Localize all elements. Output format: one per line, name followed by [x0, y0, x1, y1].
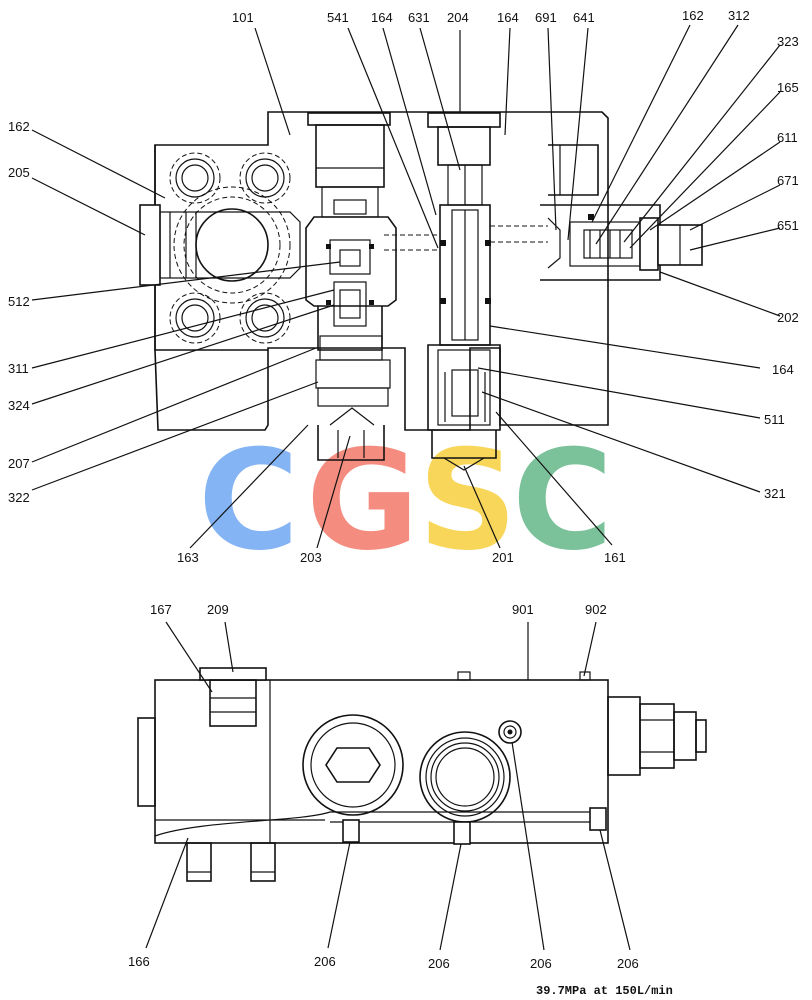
watermark-letter-2: G: [306, 420, 419, 581]
connecting-passage: [384, 225, 548, 251]
callout-label: 201: [492, 550, 514, 565]
callout-label: 164: [371, 10, 393, 25]
left-cartridge: [305, 112, 397, 407]
callout-label: 511: [764, 412, 785, 427]
callout-label: 162: [8, 119, 30, 134]
watermark-letter-3: S: [418, 420, 517, 581]
watermark: C G S C: [198, 420, 613, 581]
top-callout-labels: 101 541 164 631 204 164 691 641 162 312 …: [8, 8, 799, 565]
watermark-letter-1: C: [198, 420, 299, 581]
callout-label: 901: [512, 602, 534, 617]
central-port: [173, 186, 291, 304]
bottom-callout-labels: 167 209 901 902 166 206 206 206 206: [128, 602, 639, 971]
side-body-outline: [154, 679, 609, 844]
callout-label: 321: [764, 486, 786, 501]
callout-label: 206: [428, 956, 450, 971]
callout-label: 205: [8, 165, 30, 180]
callout-label: 207: [8, 456, 30, 471]
right-relief-valve: [540, 144, 703, 281]
callout-label: 541: [327, 10, 349, 25]
plug-203: [317, 407, 385, 461]
callout-label: 611: [777, 130, 798, 145]
watermark-letter-4: C: [512, 420, 613, 581]
mounting-bolts: [169, 152, 291, 344]
callout-label: 161: [604, 550, 626, 565]
callout-label: 204: [447, 10, 469, 25]
bottom-side-view: [137, 667, 707, 882]
callout-label: 311: [8, 361, 29, 376]
callout-label: 206: [617, 956, 639, 971]
callout-label: 902: [585, 602, 607, 617]
callout-label: 671: [777, 173, 799, 188]
callout-label: 324: [8, 398, 30, 413]
callout-label: 651: [777, 218, 799, 233]
callout-label: 512: [8, 294, 30, 309]
callout-label: 631: [408, 10, 430, 25]
valve-body-outline: [154, 111, 609, 431]
pressure-flow-caption: 39.7MPa at 150L/min: [536, 984, 673, 998]
callout-label: 691: [535, 10, 557, 25]
valve-body-left-block: [154, 145, 268, 351]
plug-205: [139, 204, 301, 286]
callout-label: 206: [530, 956, 552, 971]
top-leader-lines: [31, 24, 781, 549]
callout-label: 322: [8, 490, 30, 505]
callout-label: 164: [772, 362, 794, 377]
callout-label: 166: [128, 954, 150, 969]
callout-label: 206: [314, 954, 336, 969]
top-sectional-view: [139, 111, 703, 471]
callout-label: 167: [150, 602, 172, 617]
callout-label: 209: [207, 602, 229, 617]
callout-label: 203: [300, 550, 322, 565]
callout-label: 164: [497, 10, 519, 25]
callout-label: 202: [777, 310, 799, 325]
callout-label: 323: [777, 34, 799, 49]
callout-label: 165: [777, 80, 799, 95]
bottom-leader-lines: [145, 621, 631, 951]
callout-label: 162: [682, 8, 704, 23]
callout-label: 641: [573, 10, 595, 25]
callout-label: 101: [232, 10, 254, 25]
center-cartridge: [427, 112, 501, 471]
callout-label: 312: [728, 8, 750, 23]
callout-label: 163: [177, 550, 199, 565]
